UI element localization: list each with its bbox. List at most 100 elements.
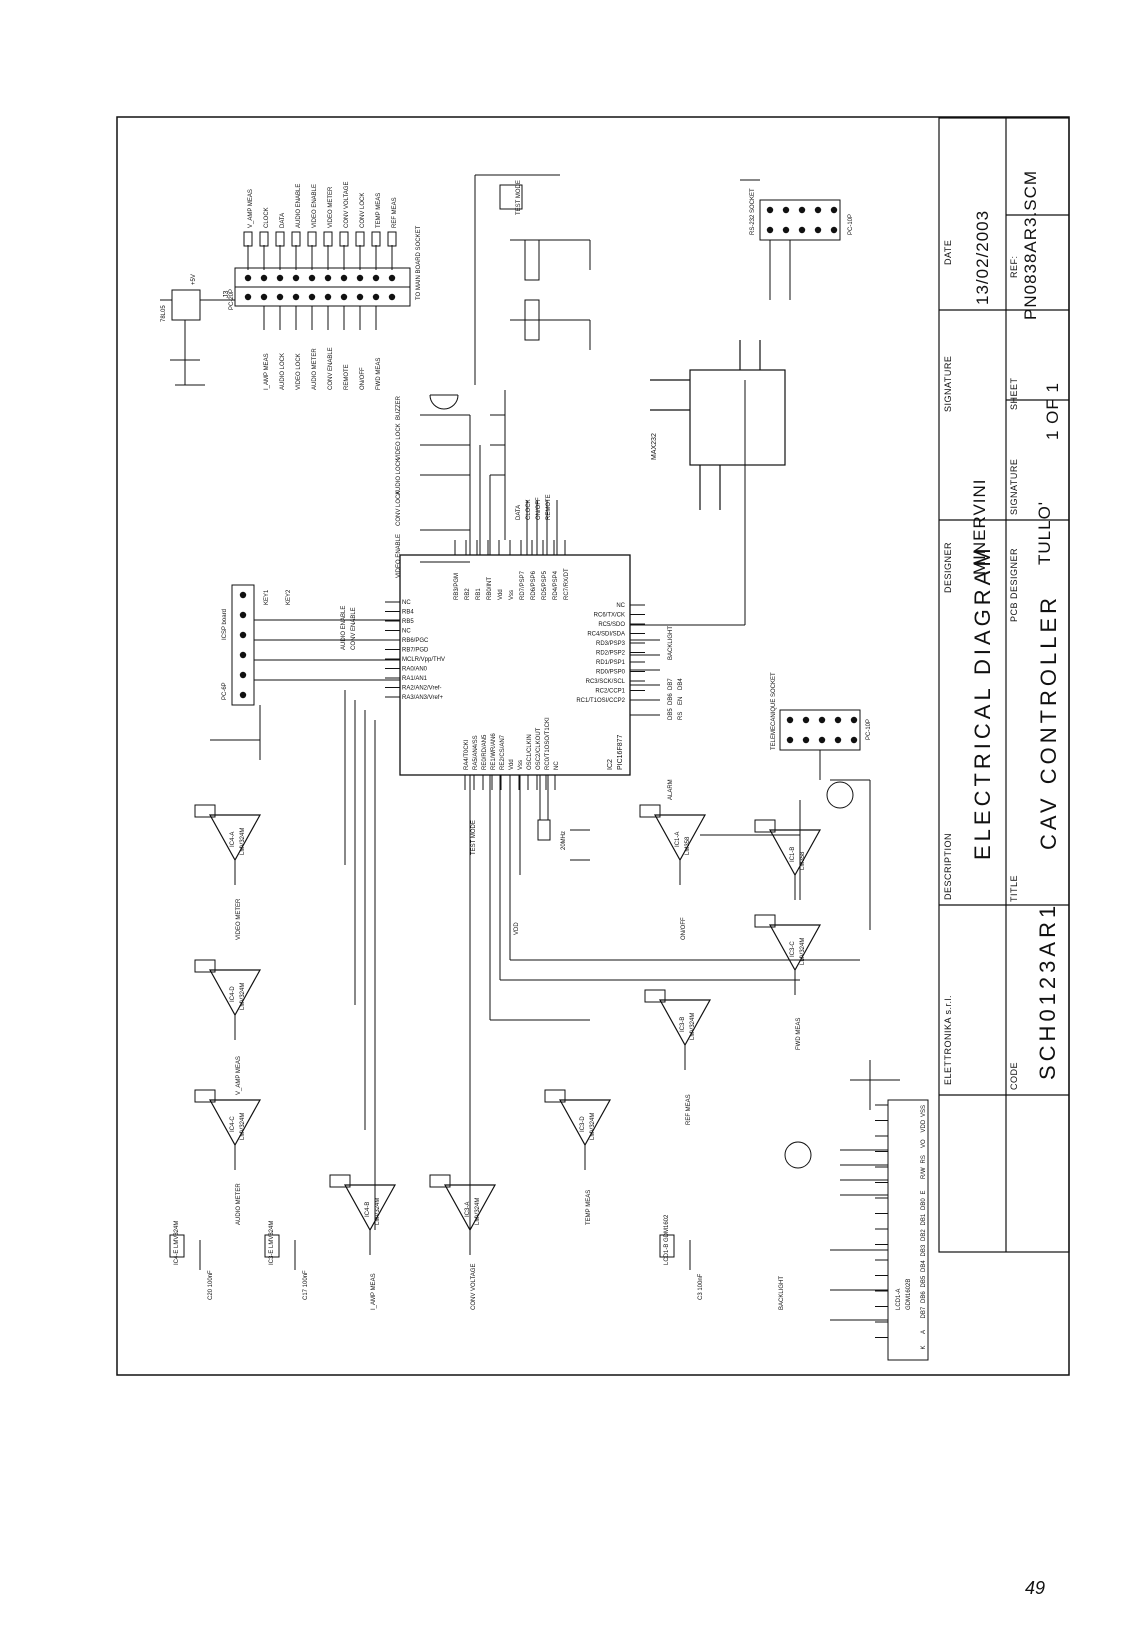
opamp-triangle <box>558 1099 612 1147</box>
label-rs: RS <box>678 712 684 720</box>
mcu-right-pins: NCRC6/TX/CKRC5/SDORC4/SDI/SDARD3/PSP3RD2… <box>576 603 645 704</box>
mcu-left-pin-label: RB5 <box>402 619 414 625</box>
icsp-variant: PC-6P <box>222 682 228 700</box>
j1-pin <box>818 736 826 744</box>
mcu-ic2 <box>399 554 631 776</box>
j4-pin <box>830 226 838 234</box>
regulator-supply: +5V <box>191 274 197 285</box>
supply-block <box>264 1234 280 1258</box>
title-block <box>938 117 1070 1253</box>
opamp-ref: IC4-A <box>230 832 236 847</box>
j3-note: TO MAIN BOARD SOCKET <box>416 225 422 300</box>
j3-pin <box>308 274 316 282</box>
j3-bottom-signal-label: AUDIO LOCK <box>280 353 286 390</box>
mcu-bottom-pin-label: RA5/AN4/SS <box>473 735 479 770</box>
j3-pin <box>372 293 380 301</box>
ref-header: REF: <box>1009 255 1019 278</box>
opamp-ref: IC3-A <box>465 1202 471 1217</box>
icsp-pin <box>239 671 247 679</box>
label-vdd: VDD <box>514 922 520 935</box>
mcu-left-pin-label: NC <box>402 600 411 606</box>
j3-top-signal-label: CONV LOCK <box>360 193 366 228</box>
j3-pad <box>243 231 253 247</box>
supply-block <box>659 1234 675 1258</box>
j3-pin <box>276 293 284 301</box>
j3-top-signal-label: REF MEAS <box>392 197 398 228</box>
icsp-pin <box>239 651 247 659</box>
mcu-right-pin-label: RC3/SCK/SCL <box>586 679 626 685</box>
j1-pin <box>850 736 858 744</box>
mcu-left-pin-label: RB4 <box>402 610 414 616</box>
opamp-signal: I_AMP MEAS <box>371 1273 377 1310</box>
connector-j3-pins <box>243 231 397 301</box>
j1-pin <box>834 736 842 744</box>
regulator-ic5 <box>160 289 235 386</box>
icsp-pin <box>239 631 247 639</box>
mcu-right-pin-label: RC4/SDI/SDA <box>587 632 625 638</box>
j3-bottom-signal-label: FWD MEAS <box>376 358 382 390</box>
mcu-top-pin-label: RB0/INT <box>487 577 493 600</box>
lcd-pin-label: DB3 <box>921 1244 927 1256</box>
label-video-lock: VIDEO LOCK <box>396 423 402 460</box>
j3-pin <box>356 274 364 282</box>
lcd-pin-label: DB2 <box>921 1229 927 1241</box>
opamp-triangle <box>768 829 822 877</box>
j1-pin <box>786 716 794 724</box>
j3-pin <box>244 274 252 282</box>
j1-pin <box>834 716 842 724</box>
mcu-side-lines <box>420 414 558 563</box>
opamp-part: LMV324M <box>590 1113 596 1140</box>
j3-pad <box>387 231 397 247</box>
label-clock: CLOCK <box>526 499 532 520</box>
j4-pin <box>798 226 806 234</box>
title-block-text: DATE 13/02/2003 REF: PN0838AR3.SCM SHEET… <box>943 170 1062 1090</box>
opamp-ref: IC1-A <box>675 832 681 847</box>
lcd-pin-label: RS <box>921 1155 927 1163</box>
telemecanique-j1 <box>700 709 871 930</box>
j3-pin <box>276 274 284 282</box>
label-en: EN <box>678 697 684 705</box>
rs232-variant: PC-10P <box>848 214 854 235</box>
max232-part: MAX232 <box>651 433 658 460</box>
regulator-part: 78L05 <box>161 305 167 322</box>
j1-pin <box>802 716 810 724</box>
label-on-off: ON/OFF <box>536 497 542 520</box>
mcu-right-pin-label: NC <box>616 603 625 609</box>
j4-pin <box>830 206 838 214</box>
opamp-signal: FWD MEAS <box>796 1018 802 1050</box>
lcd-pin-label: DB1 <box>921 1213 927 1225</box>
decoupling-label: C20 100nF <box>208 1270 214 1300</box>
label-audio-enable: AUDIO ENABLE <box>341 606 347 650</box>
mcu-left-pin-label: NC <box>402 629 411 635</box>
company-logo: ELETTRONIKA s.r.l. <box>943 995 953 1085</box>
j3-bottom-signal-label: I_AMP MEAS <box>264 353 270 390</box>
j1-pin <box>802 736 810 744</box>
icsp-pin <box>239 591 247 599</box>
lcd-pin-label: DB6 <box>921 1291 927 1303</box>
crystal-value: 20MHz <box>561 831 567 850</box>
mcu-left-pin-label: RB7/PGD <box>402 648 429 654</box>
mcu-top-pin-label: RB1 <box>476 588 482 600</box>
sheet-header: SHEET <box>1009 377 1019 410</box>
mcu-bottom-pin-label: RA4/T0CKI <box>464 739 470 770</box>
feedback-resistor <box>544 1089 566 1103</box>
mcu-left-pin-label: RA2/AN2/Vref- <box>402 686 441 692</box>
j3-pad <box>371 231 381 247</box>
label-video-enable: VIDEO ENABLE <box>396 534 402 578</box>
rs232-j4-pins <box>766 206 838 234</box>
mcu-top-pin-label: RD5/PSP5 <box>542 570 548 600</box>
mcu-right-pin-label: RD2/PSP2 <box>596 651 626 657</box>
date-value: 13/02/2003 <box>973 210 992 305</box>
label-data: DATA <box>516 505 522 520</box>
icsp-j2 <box>210 584 400 760</box>
opamp-signal: CONV VOLTAGE <box>471 1264 477 1310</box>
opamp-triangle <box>208 814 262 862</box>
label-conv-enable: CONV ENABLE <box>351 607 357 650</box>
j1-pin <box>818 716 826 724</box>
designer-header: DESIGNER <box>943 542 953 593</box>
